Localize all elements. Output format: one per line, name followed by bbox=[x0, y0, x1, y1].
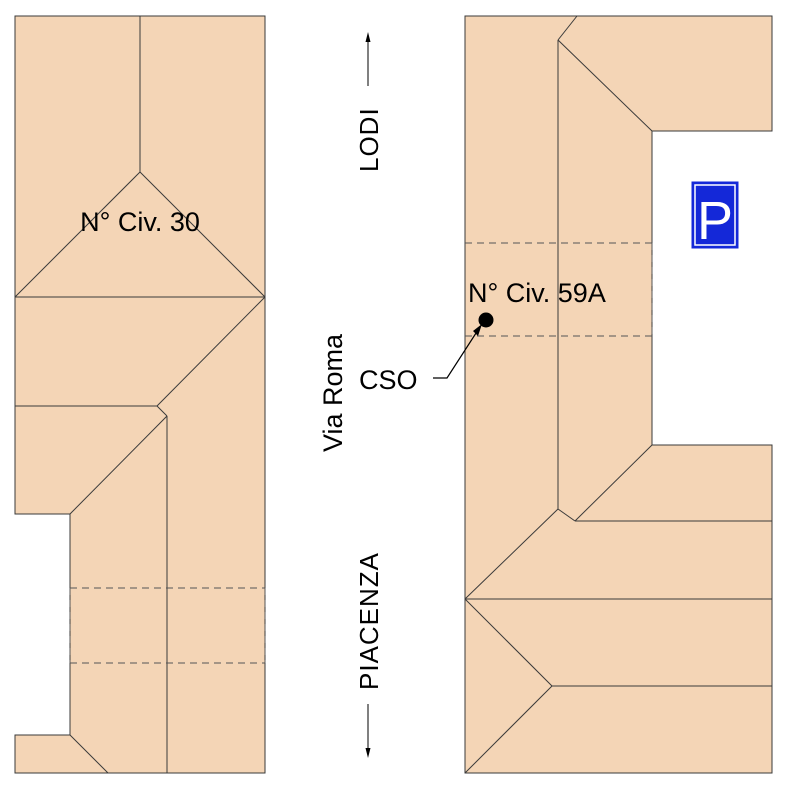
right-building-block bbox=[464, 15, 773, 774]
roof-hip bbox=[464, 508, 559, 600]
roof-hip bbox=[69, 734, 109, 774]
roof-hip bbox=[464, 598, 553, 687]
roof-line bbox=[557, 508, 576, 522]
right-building-footprint bbox=[464, 15, 773, 774]
roof-hip bbox=[557, 39, 653, 132]
roof-hip bbox=[156, 296, 266, 407]
parking-sign-background bbox=[691, 181, 739, 249]
left-building-footprint bbox=[14, 15, 266, 774]
parking-sign-icon: P bbox=[691, 181, 739, 251]
civic-number-left: N° Civ. 30 bbox=[80, 207, 200, 237]
cso-leader-line bbox=[433, 329, 479, 379]
direction-south-label: PIACENZA bbox=[354, 552, 384, 690]
civic-number-right: N° Civ. 59A bbox=[468, 278, 606, 308]
parking-sign-border bbox=[694, 184, 736, 246]
roof-hip bbox=[557, 15, 578, 41]
left-building-block bbox=[14, 15, 266, 774]
roof-hip bbox=[14, 171, 141, 298]
street-name: Via Roma bbox=[318, 333, 348, 452]
cso-leader-arrow bbox=[473, 324, 482, 336]
cso-point-marker bbox=[433, 312, 494, 379]
arrow-up-head bbox=[365, 32, 371, 42]
cso-point-dot bbox=[478, 312, 494, 328]
arrow-down-head bbox=[365, 748, 371, 758]
arrow-down-icon bbox=[365, 704, 371, 758]
roof-line bbox=[156, 405, 168, 417]
direction-north-label: LODI bbox=[354, 107, 384, 172]
parking-sign-letter: P bbox=[697, 191, 733, 251]
arrow-up-icon bbox=[365, 32, 371, 86]
roof-hip bbox=[139, 171, 266, 298]
roof-hip bbox=[464, 685, 553, 774]
roof-hip bbox=[69, 415, 168, 515]
roof-hip bbox=[574, 444, 653, 522]
cso-label: CSO bbox=[359, 365, 418, 395]
